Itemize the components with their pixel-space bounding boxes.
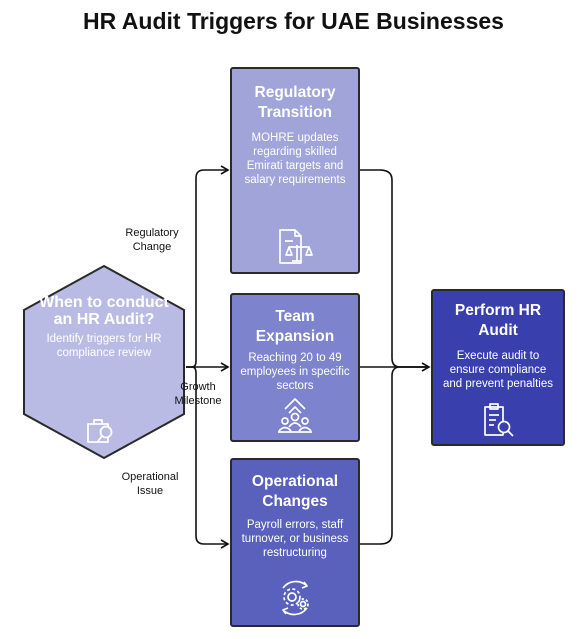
start-hexagon (23, 264, 185, 460)
people-growth-icon (278, 398, 312, 433)
edge-ops-to-result (360, 366, 429, 545)
node-description: Reaching 20 to 49 employees in specific … (240, 352, 350, 392)
start-node: When to conduct an HR Audit? Identify tr… (38, 294, 170, 360)
node-title: Operational Changes (251, 473, 339, 510)
diagram-title: HR Audit Triggers for UAE Businesses (83, 8, 504, 34)
node-description: Payroll errors, staff turnover, or busin… (241, 519, 349, 559)
start-title: When to conduct an HR Audit? (39, 294, 169, 328)
start-description: Identify triggers for HR compliance revi… (46, 333, 162, 359)
edge-regulatory (186, 165, 230, 368)
node-title: Team Expansion (255, 308, 335, 345)
edge-operational (186, 366, 230, 549)
node-description: Execute audit to ensure compliance and p… (443, 350, 553, 390)
document-scale-icon (279, 229, 313, 264)
node-regulatory-transition: Regulatory Transition MOHRE updates rega… (230, 67, 360, 274)
node-operational-changes: Operational Changes Payroll errors, staf… (230, 458, 360, 627)
edge-label-regulatory: Regulatory Change (125, 227, 179, 253)
node-title: Perform HR Audit (454, 302, 542, 339)
node-title: Regulatory Transition (254, 84, 336, 121)
gear-cycle-icon (282, 580, 309, 616)
node-perform-hr-audit: Perform HR Audit Execute audit to ensure… (431, 289, 565, 446)
clipboard-search-icon (484, 403, 514, 437)
edge-label-growth: Growth Milestone (174, 381, 222, 407)
briefcase-search-icon (87, 419, 113, 443)
node-team-expansion: Team Expansion Reaching 20 to 49 employe… (230, 293, 360, 442)
edge-label-operational: Operational Issue (121, 471, 179, 497)
node-description: MOHRE updates regarding skilled Emirati … (244, 132, 346, 186)
edge-reg-to-result (360, 169, 429, 368)
